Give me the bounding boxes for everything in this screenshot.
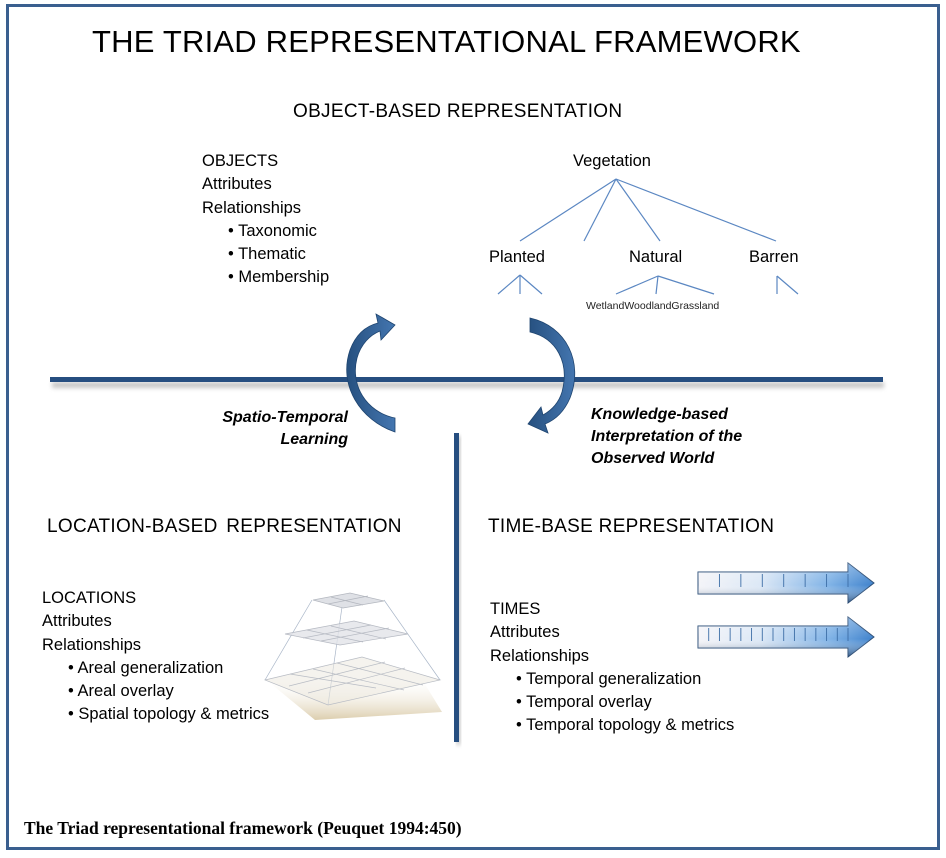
list-item: Attributes [490, 623, 560, 642]
cycle-arrow-down-icon [527, 317, 575, 434]
horizontal-divider-shadow [52, 382, 884, 388]
list-item: Relationships [202, 198, 302, 217]
list-subitem: • Spatial topology & metrics [68, 705, 270, 724]
taxonomy-tree-lines [497, 178, 799, 295]
label-line: Observed World [591, 450, 715, 467]
tree-edge [615, 275, 659, 295]
list-subitem: • Taxonomic [228, 221, 317, 240]
fine-timeline-arrow-icon [697, 615, 875, 659]
knowledge-interpretation-label: Knowledge-based Interpretation of the Ob… [591, 404, 742, 470]
tree-root-vegetation: Vegetation [573, 152, 651, 170]
tree-node-natural: Natural [629, 248, 683, 266]
vertical-divider [454, 433, 459, 742]
label-line: Spatio-Temporal [222, 409, 348, 426]
location-attributes-list: LOCATIONS Attributes Relationships • Are… [42, 587, 269, 727]
label-line: Learning [280, 431, 348, 448]
list-item: Attributes [202, 175, 272, 194]
coarse-timeline-arrow-icon [697, 561, 875, 605]
tree-edge [776, 275, 799, 295]
tree-edge [583, 178, 617, 242]
object-section-heading: OBJECT-BASED REPRESENTATION [293, 101, 623, 122]
tree-edge [497, 274, 521, 295]
tree-edge [615, 178, 777, 242]
layered-grid-pyramid-icon [263, 592, 442, 720]
list-subitem: • Membership [228, 268, 330, 287]
time-attributes-list: TIMES Attributes Relationships • Tempora… [490, 598, 734, 738]
spatio-temporal-learning-label: Spatio-Temporal Learning [180, 407, 348, 451]
tree-edge [519, 274, 543, 295]
list-subitem: • Areal overlay [68, 682, 174, 701]
list-subitem: • Areal generalization [68, 658, 224, 677]
timeline-arrows [697, 561, 875, 659]
tree-leaves-natural: WetlandWoodlandGrassland [586, 300, 720, 312]
tree-node-barren: Barren [749, 248, 799, 266]
horizontal-divider [50, 377, 883, 382]
list-item: TIMES [490, 600, 541, 618]
list-item: Attributes [42, 612, 112, 631]
time-section-heading: TIME-BASE REPRESENTATION [488, 516, 775, 537]
figure-caption: The Triad representational framework (Pe… [24, 818, 462, 838]
tree-edge [657, 275, 715, 295]
list-subitem: • Temporal generalization [516, 669, 702, 688]
location-section-heading: LOCATION-BASED REPRESENTATION [47, 516, 402, 537]
list-subitem: • Thematic [228, 245, 306, 264]
tree-edge [615, 178, 661, 242]
cycle-arrow-up-icon [346, 313, 396, 433]
page-title: THE TRIAD REPRESENTATIONAL FRAMEWORK [92, 24, 801, 59]
object-attributes-list: OBJECTS Attributes Relationships • Taxon… [202, 150, 329, 290]
tree-edge [655, 275, 659, 295]
label-line: Interpretation of the [591, 428, 743, 445]
tree-edge [519, 178, 617, 242]
list-item: Relationships [42, 635, 142, 654]
timeline-arrow-shade [698, 563, 874, 603]
list-item: Relationships [490, 646, 590, 665]
diagram-frame [6, 4, 940, 850]
list-item: LOCATIONS [42, 589, 137, 607]
label-line: Knowledge-based [591, 406, 728, 423]
tree-node-planted: Planted [489, 248, 545, 266]
timeline-arrow-shade [698, 617, 874, 657]
list-subitem: • Temporal overlay [516, 693, 652, 712]
list-subitem: • Temporal topology & metrics [516, 716, 735, 735]
list-item: OBJECTS [202, 152, 279, 170]
